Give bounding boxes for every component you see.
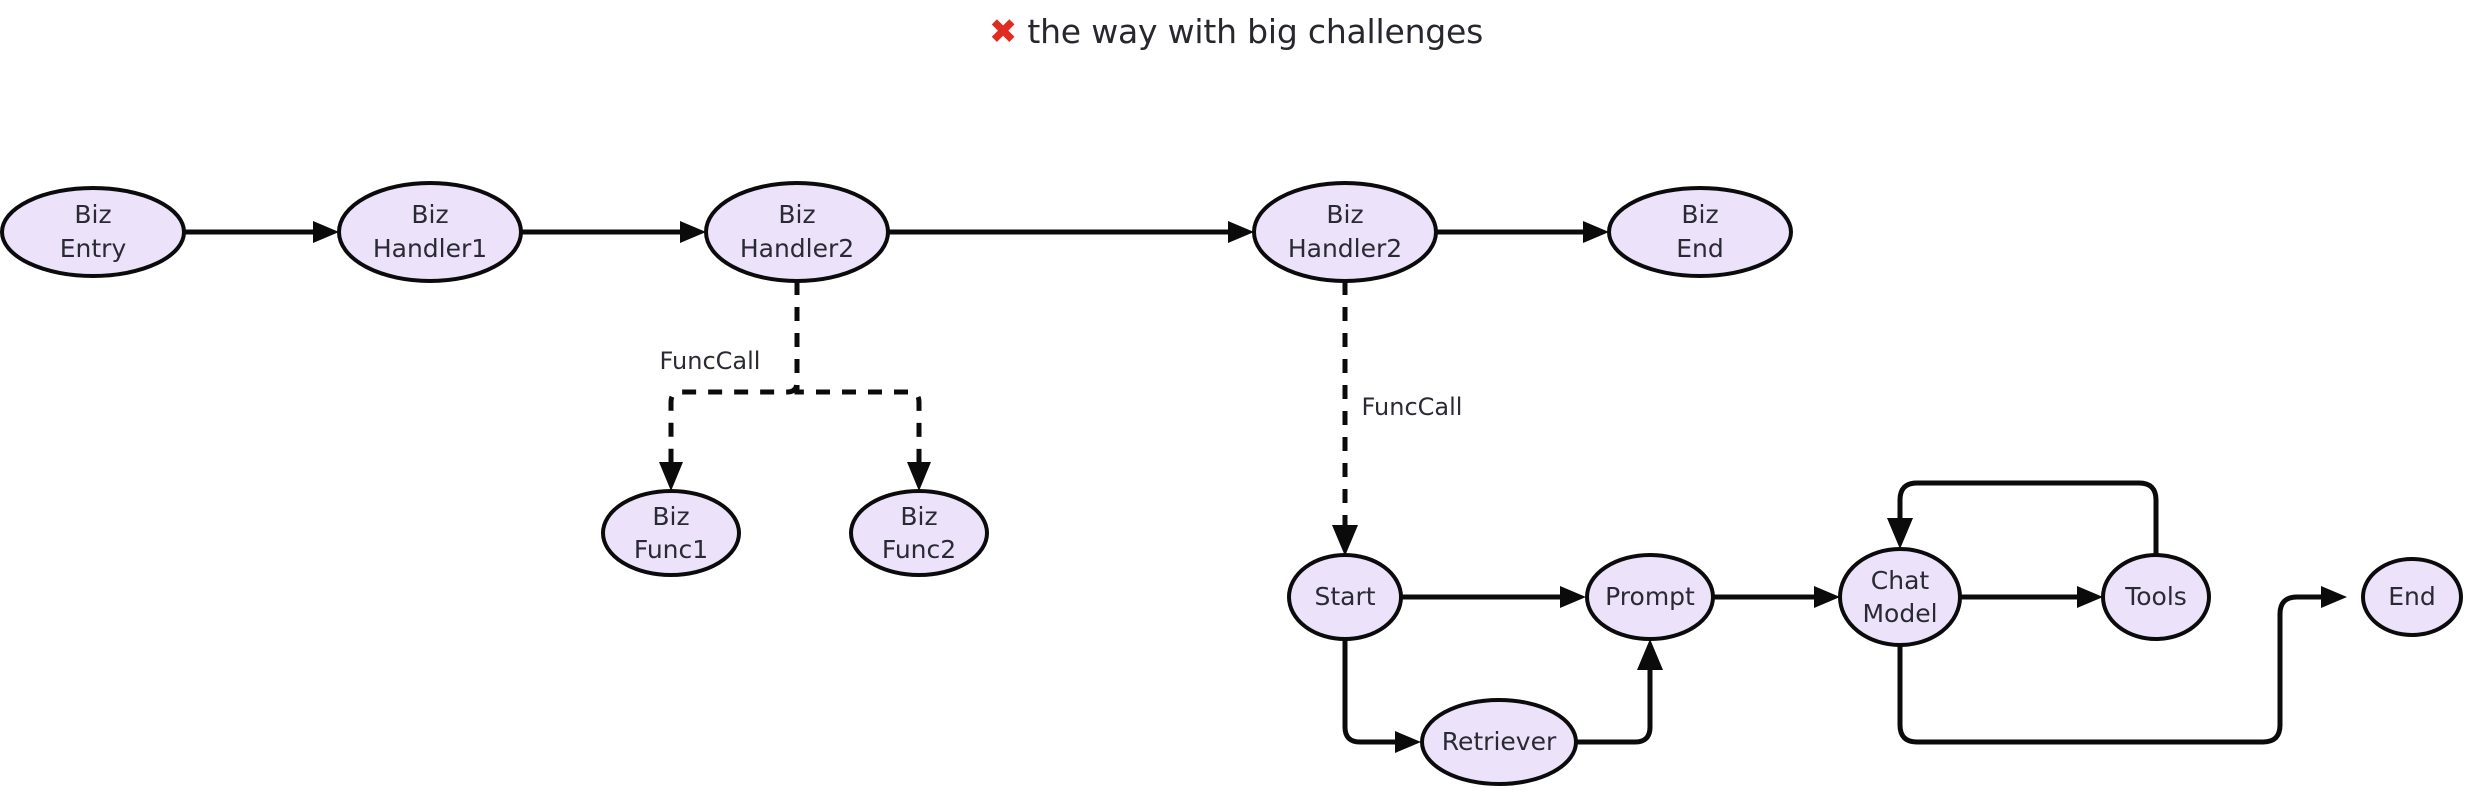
- node-prompt[interactable]: Prompt: [1585, 553, 1715, 641]
- node-chat-model-line1: Chat: [1871, 566, 1930, 595]
- cross-mark-icon: ✖: [988, 12, 1018, 52]
- node-biz-end-line1: Biz: [1681, 200, 1718, 229]
- edge-group-top-row: [184, 221, 1609, 243]
- arrowhead-icon: [1887, 518, 1913, 549]
- edge-group-funccall-left: FuncCall: [659, 281, 931, 491]
- arrowhead-icon: [1560, 586, 1586, 608]
- edge-biz-entry-to-biz-handler1: [184, 221, 339, 243]
- edge-prompt-to-chat-model: [1713, 586, 1840, 608]
- edge-chat-model-to-tools: [1960, 586, 2103, 608]
- node-biz-handler2-second-line2: Handler2: [1288, 234, 1402, 263]
- title-text: the way with big challenges: [1027, 11, 1484, 51]
- arrowhead-icon: [1814, 586, 1840, 608]
- edge-label-funccall-left: FuncCall: [660, 347, 761, 375]
- arrowhead-icon: [1637, 639, 1663, 670]
- node-biz-end[interactable]: Biz End: [1607, 186, 1793, 278]
- node-biz-func1-line1: Biz: [652, 502, 689, 531]
- arrowhead-icon: [1228, 221, 1254, 243]
- edge-biz-handler2-to-biz-func1: [659, 281, 800, 491]
- edge-group-funccall-right: FuncCall: [1332, 281, 1462, 556]
- node-tools[interactable]: Tools: [2101, 553, 2211, 641]
- arrowhead-icon: [680, 221, 706, 243]
- edge-tools-to-chat-model-loop: [1887, 480, 2159, 555]
- node-start-label: Start: [1314, 582, 1375, 611]
- arrowhead-icon: [907, 462, 931, 491]
- arrowhead-icon: [659, 462, 683, 491]
- node-start[interactable]: Start: [1287, 553, 1403, 641]
- edge-chat-model-to-end-loop: [1897, 586, 2347, 745]
- node-biz-handler1-line1: Biz: [411, 200, 448, 229]
- node-biz-entry[interactable]: Biz Entry: [0, 186, 186, 278]
- node-biz-handler2-second[interactable]: Biz Handler2: [1252, 181, 1438, 283]
- edge-biz-handler1-to-biz-handler2: [521, 221, 706, 243]
- edge-biz-handler2-to-biz-func2: [794, 385, 931, 491]
- node-biz-func1[interactable]: Biz Func1: [601, 489, 741, 577]
- node-prompt-label: Prompt: [1605, 582, 1695, 611]
- node-tools-label: Tools: [2124, 582, 2187, 611]
- edge-start-to-retriever: [1342, 639, 1421, 753]
- node-chat-model-line2: Model: [1862, 599, 1937, 628]
- node-biz-func2-line1: Biz: [900, 502, 937, 531]
- node-biz-handler2-line2: Handler2: [740, 234, 854, 263]
- node-biz-entry-line2: Entry: [60, 234, 127, 263]
- edge-group-agent-subgraph: [1342, 480, 2347, 753]
- arrowhead-icon: [2321, 586, 2347, 608]
- arrowhead-icon: [1332, 525, 1358, 556]
- node-end-label: End: [2388, 582, 2436, 611]
- node-biz-handler2-second-line1: Biz: [1326, 200, 1363, 229]
- node-biz-handler1[interactable]: Biz Handler1: [337, 181, 523, 283]
- node-biz-handler2-line1: Biz: [778, 200, 815, 229]
- arrowhead-icon: [313, 221, 339, 243]
- node-retriever-label: Retriever: [1442, 727, 1557, 756]
- edge-start-to-prompt: [1401, 586, 1586, 608]
- node-chat-model[interactable]: Chat Model: [1838, 547, 1962, 647]
- node-biz-entry-line1: Biz: [74, 200, 111, 229]
- edge-biz-handler2b-to-start: [1332, 281, 1358, 556]
- node-biz-end-line2: End: [1676, 234, 1724, 263]
- node-biz-handler1-line2: Handler1: [373, 234, 487, 263]
- arrowhead-icon: [1583, 221, 1609, 243]
- node-biz-func2-line2: Func2: [882, 535, 956, 564]
- edge-retriever-to-prompt: [1576, 639, 1663, 745]
- arrowhead-icon: [1395, 731, 1421, 753]
- diagram-title: ✖ the way with big challenges: [0, 0, 2472, 62]
- edge-biz-handler2-to-biz-handler2b: [888, 221, 1254, 243]
- edge-label-funccall-right: FuncCall: [1362, 393, 1463, 421]
- node-retriever[interactable]: Retriever: [1420, 698, 1578, 786]
- arrowhead-icon: [2077, 586, 2103, 608]
- node-biz-func1-line2: Func1: [634, 535, 708, 564]
- node-end[interactable]: End: [2361, 557, 2463, 637]
- node-biz-handler2[interactable]: Biz Handler2: [704, 181, 890, 283]
- node-biz-func2[interactable]: Biz Func2: [849, 489, 989, 577]
- edge-biz-handler2b-to-biz-end: [1436, 221, 1609, 243]
